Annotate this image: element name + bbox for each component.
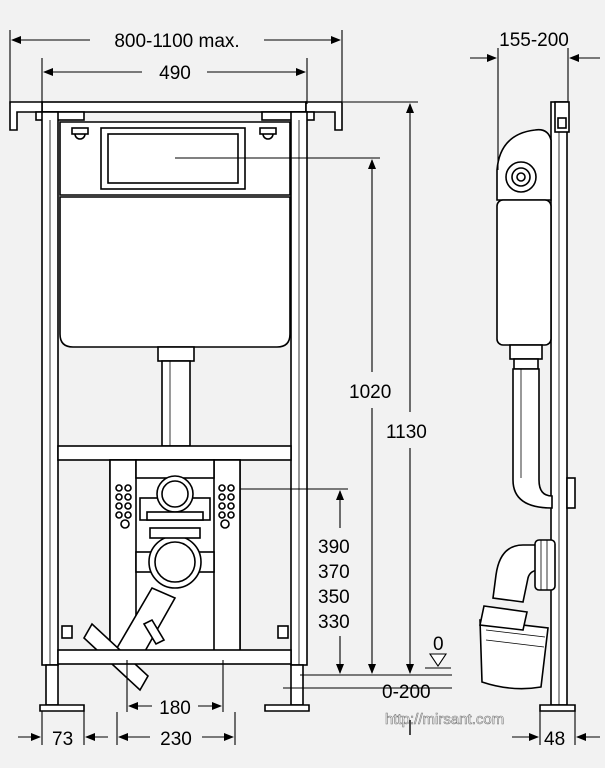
- flush-pipe: [161, 360, 191, 447]
- side-cistern-body: [496, 199, 552, 346]
- label-outlet-350: 350: [318, 587, 350, 608]
- top-rail: [41, 101, 307, 113]
- label-foot-depth: 48: [544, 729, 565, 750]
- dimension-labels: 800-1100 max. 490 155-200 1020 1130 390 …: [52, 30, 569, 750]
- label-base-width: 230: [160, 729, 192, 750]
- label-frame-width: 490: [159, 63, 191, 84]
- middle-crossbar: [57, 445, 292, 461]
- label-outlet-330: 330: [318, 612, 350, 633]
- dimension-lines: [9, 30, 600, 745]
- label-outlet-spacing: 180: [159, 698, 191, 719]
- label-outlet-390: 390: [318, 537, 350, 558]
- right-foot: [264, 704, 310, 712]
- label-depth-range: 155-200: [499, 30, 569, 51]
- side-view: [479, 101, 576, 712]
- label-frame-width-range: 800-1100 max.: [114, 31, 239, 52]
- bottom-crossbar: [57, 649, 292, 665]
- label-foot-offset: 73: [52, 729, 73, 750]
- side-drain-socket: [479, 619, 549, 690]
- bolt-holes-left: [115, 484, 132, 529]
- watermark: http://mirsant.com: [385, 711, 504, 728]
- cistern-body: [59, 196, 291, 348]
- left-foot: [39, 704, 85, 712]
- bolt-holes-right: [218, 484, 235, 529]
- left-leg: [45, 664, 59, 706]
- label-zero-mark: 0: [433, 634, 444, 655]
- label-outlet-370: 370: [318, 562, 350, 583]
- front-view: [9, 101, 343, 712]
- side-flush-pipe: [512, 368, 553, 509]
- label-flush-height: 1020: [349, 382, 391, 403]
- label-total-height: 1130: [386, 422, 427, 443]
- right-leg: [290, 664, 304, 706]
- label-floor-adjust: 0-200: [382, 682, 431, 703]
